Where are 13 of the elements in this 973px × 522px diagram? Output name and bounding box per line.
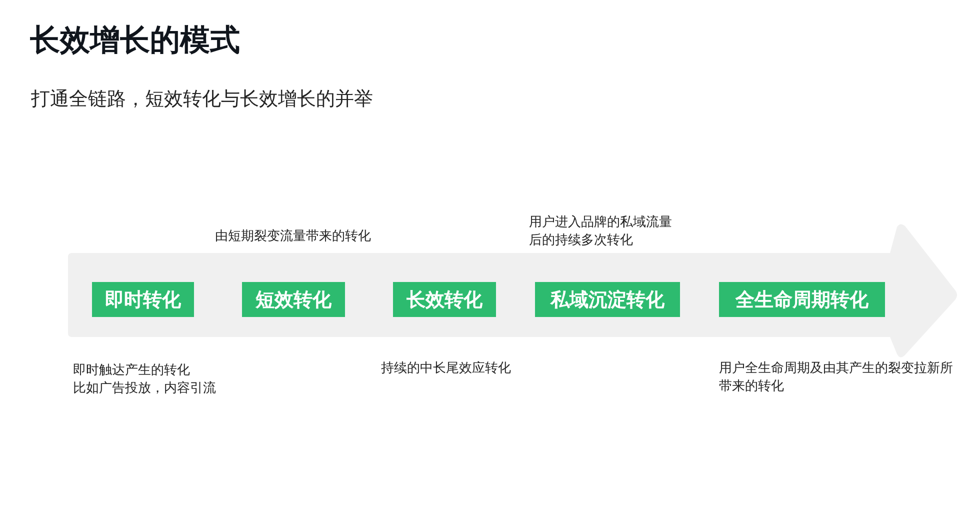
stage-box: 即时转化 <box>92 282 194 317</box>
stage-box: 短效转化 <box>242 282 345 317</box>
stage-description: 用户进入品牌的私域流量后的持续多次转化 <box>529 214 673 250</box>
stage-box: 全生命周期转化 <box>719 282 885 317</box>
stage-description: 比如广告投放，内容引流 <box>73 380 217 398</box>
stage-description: 由短期裂变流量带来的转化 <box>215 228 372 246</box>
stage-description: 即时触达产生的转化 <box>73 362 191 380</box>
stage-box: 长效转化 <box>393 282 496 317</box>
stage-description: 用户全生命周期及由其产生的裂变拉新所带来的转化 <box>719 360 954 396</box>
stage-box: 私域沉淀转化 <box>535 282 680 317</box>
stage-description: 持续的中长尾效应转化 <box>381 360 512 378</box>
title: 长效增长的模式 <box>30 22 240 60</box>
subtitle: 打通全链路，短效转化与长效增长的并举 <box>31 87 373 112</box>
